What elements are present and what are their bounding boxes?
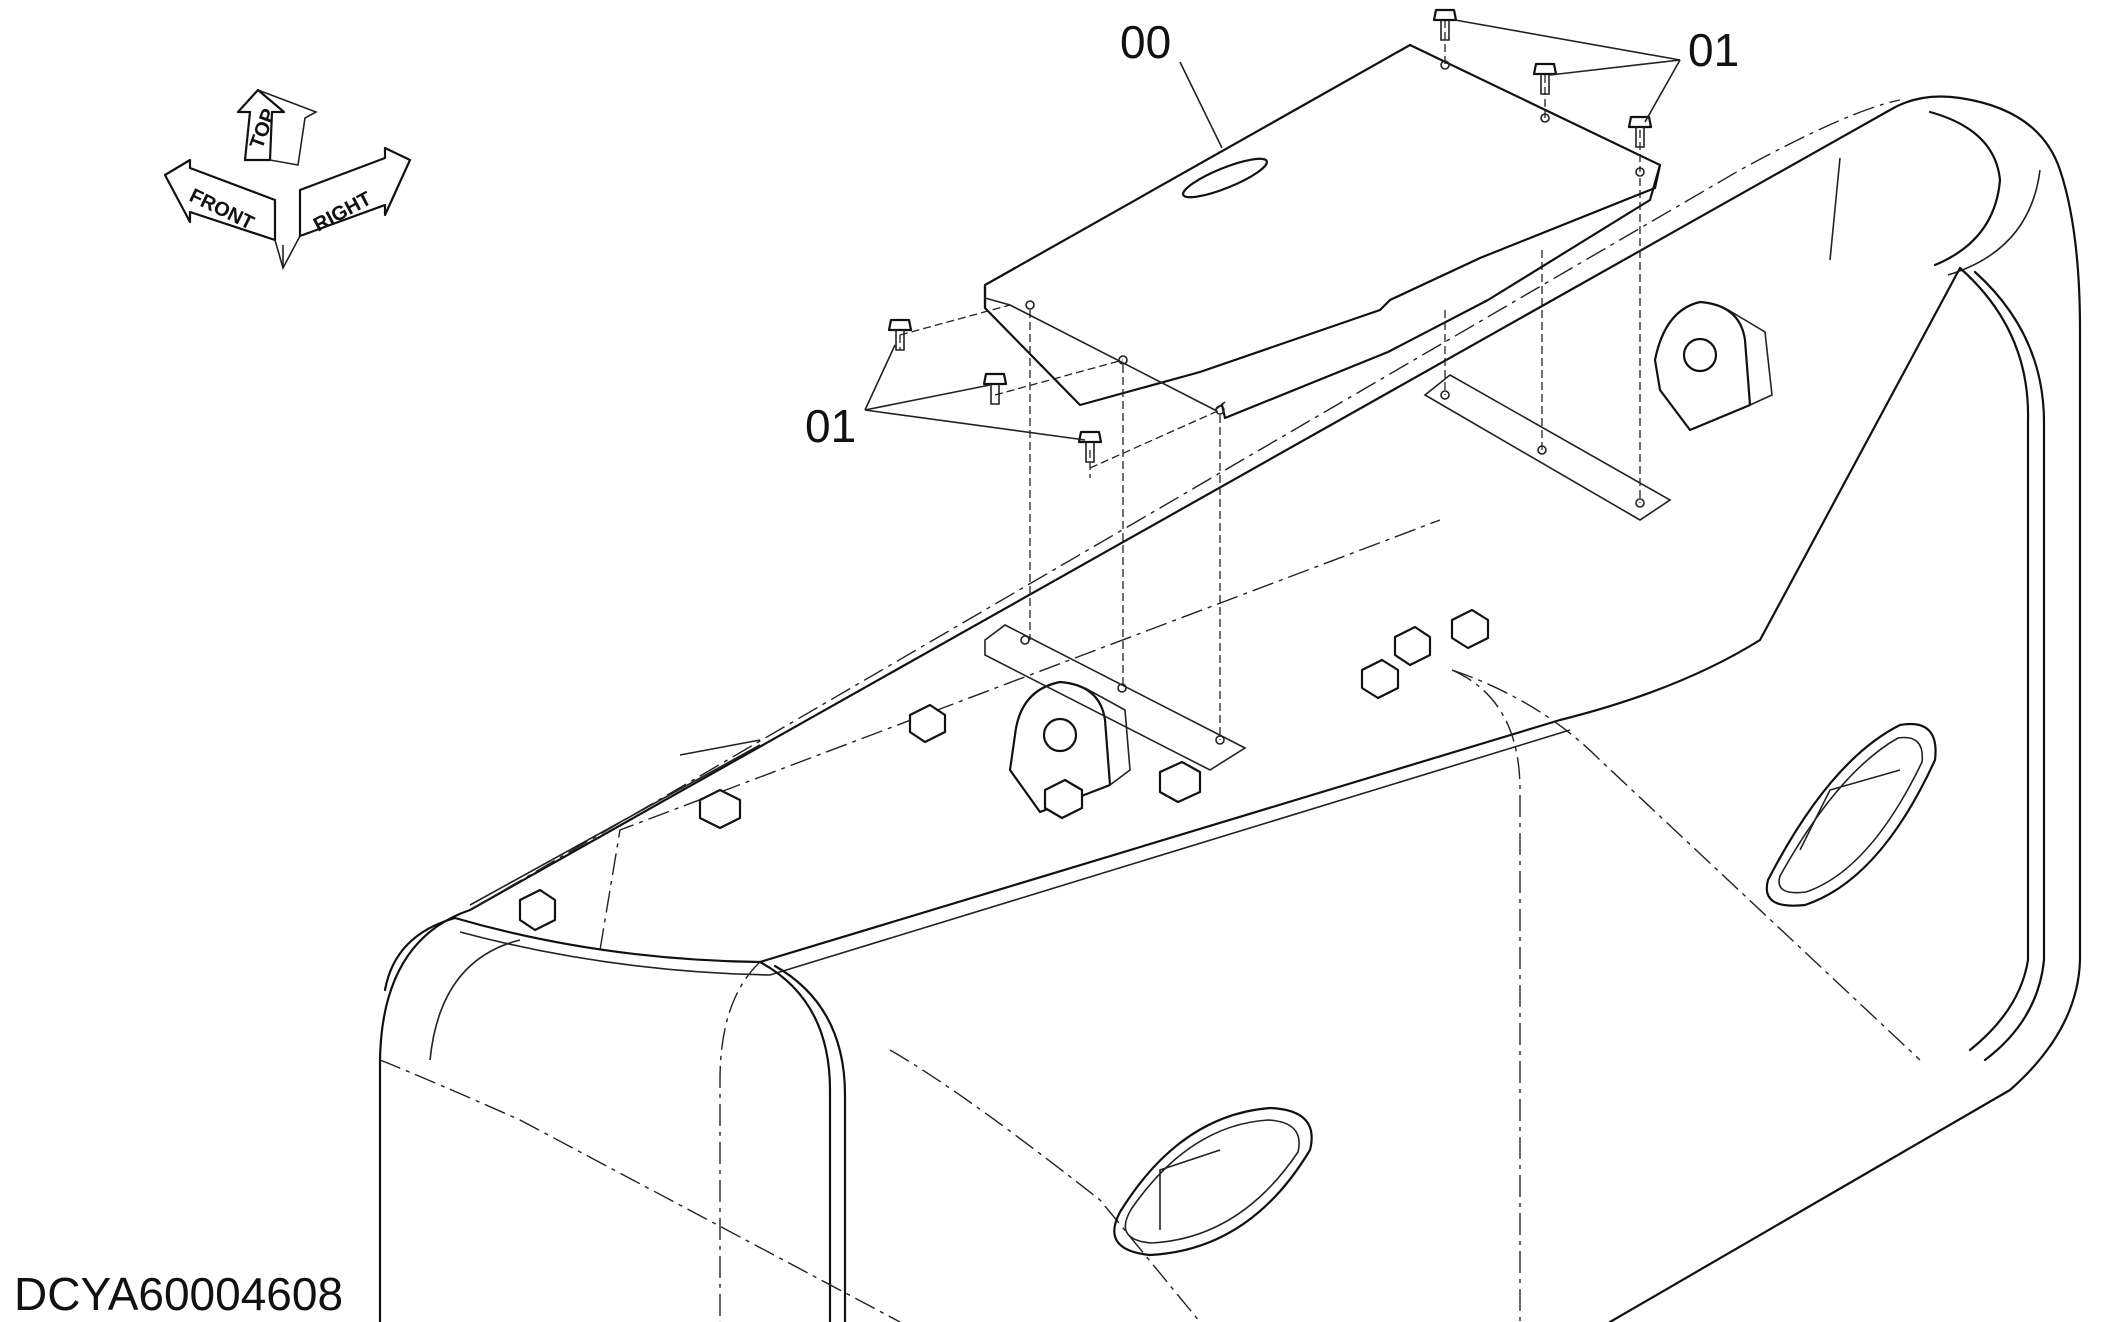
mounting-plate-right <box>1423 374 1672 521</box>
lifting-slot-right <box>1765 722 1937 907</box>
bolts <box>887 8 1653 463</box>
leader-lines <box>864 19 1681 441</box>
drawing-code: DCYA60004608 <box>14 1268 343 1320</box>
cover-plate <box>983 43 1662 420</box>
lifting-slot-front <box>1113 1106 1313 1257</box>
orientation-icon: FRONT TOP RIGHT <box>163 88 412 271</box>
clips <box>518 608 1490 932</box>
lifting-lug-center <box>1008 680 1131 814</box>
callout-00: 00 <box>1120 16 1171 68</box>
callout-01-top: 01 <box>1688 24 1739 76</box>
assembly-lines <box>899 20 1641 740</box>
lifting-lug-right <box>1653 300 1773 432</box>
mounting-plate-left <box>984 624 1247 771</box>
counterweight-body <box>378 95 2082 1322</box>
callout-01-left: 01 <box>805 400 856 452</box>
